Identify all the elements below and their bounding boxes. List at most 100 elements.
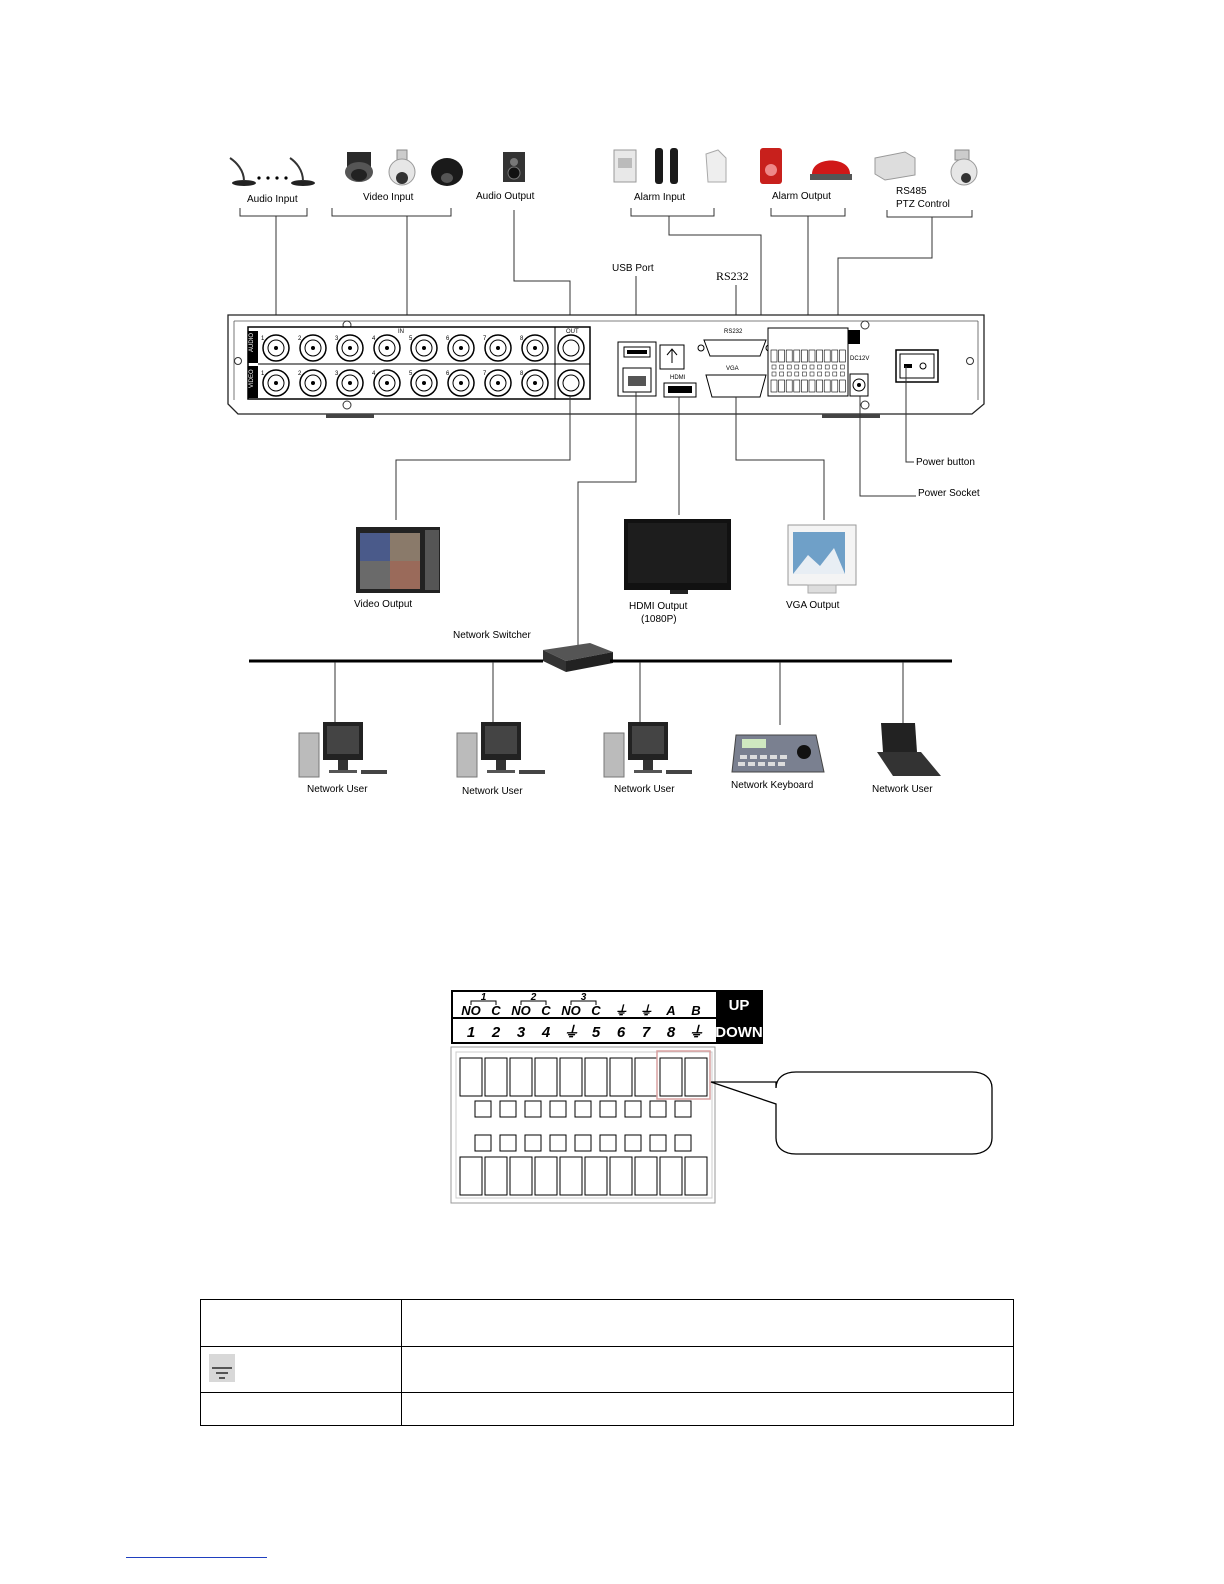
terminal-bottom-label: 1 <box>467 1024 475 1041</box>
pin-description-table <box>200 1299 1014 1426</box>
terminal-top-label: B <box>691 1003 700 1018</box>
terminal-screw <box>674 1134 692 1152</box>
channel-number: 6 <box>446 371 450 377</box>
channel-number: 3 <box>335 336 339 342</box>
terminal-top-label: NO <box>461 1003 481 1018</box>
channel-number: 3 <box>335 371 339 377</box>
terminal-slot <box>559 1156 583 1196</box>
terminal-bottom-label: 6 <box>617 1024 626 1041</box>
out-label: OUT <box>566 329 579 335</box>
terminal-screw <box>524 1134 542 1152</box>
rs485-label: RS485 <box>896 186 927 197</box>
in-label: IN <box>398 329 404 335</box>
audio-output-label: Audio Output <box>476 191 535 202</box>
terminal-bottom-label: 4 <box>541 1024 551 1041</box>
terminal-screw <box>549 1134 567 1152</box>
table-cell <box>401 1346 1014 1393</box>
terminal-highlight <box>656 1050 711 1100</box>
network-switcher-label: Network Switcher <box>453 630 531 641</box>
terminal-slot <box>509 1156 533 1196</box>
usb-port-label: USB Port <box>612 263 654 274</box>
bnc-output-connector <box>557 334 585 362</box>
alarm-output-label: Alarm Output <box>772 191 831 202</box>
desktop-computer-icon <box>603 722 692 778</box>
table-cell <box>401 1299 1014 1347</box>
terminal-slot <box>684 1156 708 1196</box>
channel-number: 2 <box>298 336 302 342</box>
terminal-top-label: C <box>541 1003 551 1018</box>
channel-number: 8 <box>520 336 524 342</box>
ground-icon <box>209 1354 235 1382</box>
relay-group-number: 3 <box>581 992 587 1003</box>
network-device-label: Network User <box>462 786 523 797</box>
terminal-screw <box>524 1100 542 1118</box>
terminal-screw <box>624 1134 642 1152</box>
video-monitor-icon <box>356 527 440 593</box>
terminal-bottom-label: 3 <box>517 1024 526 1041</box>
terminal-top-label: NO <box>561 1003 581 1018</box>
relay-group-number: 1 <box>481 992 487 1003</box>
hdmi-tv-icon <box>624 519 731 594</box>
rs232-port-label: RS232 <box>724 329 743 335</box>
terminal-top-label: C <box>591 1003 601 1018</box>
desktop-computer-icon <box>298 722 387 778</box>
table-cell <box>401 1392 1014 1426</box>
ptz-control-label: PTZ Control <box>896 199 950 210</box>
terminal-screw <box>474 1100 492 1118</box>
channel-number: 8 <box>520 371 524 377</box>
vga-port-label: VGA <box>726 366 739 372</box>
terminal-bottom-label: ⏚ <box>688 1024 703 1041</box>
down-label: DOWN <box>715 1024 763 1041</box>
terminal-slot <box>609 1057 633 1097</box>
speaker-icon <box>503 152 525 182</box>
terminal-bottom-label: ⏚ <box>563 1024 578 1041</box>
terminal-slot <box>684 1057 708 1097</box>
terminal-screw <box>649 1100 667 1118</box>
terminal-top-label: A <box>665 1003 675 1018</box>
bnc-output-connector <box>557 369 585 397</box>
table-cell <box>200 1299 402 1347</box>
terminal-slot <box>634 1057 658 1097</box>
callout-bubble <box>710 1071 993 1155</box>
terminal-screw <box>574 1134 592 1152</box>
hdmi-port-label: HDMI <box>670 375 686 381</box>
table-cell <box>200 1392 402 1426</box>
footer-link-underline <box>126 1557 267 1558</box>
terminal-screw <box>599 1134 617 1152</box>
audio-input-label: Audio Input <box>247 194 298 205</box>
channel-number: 4 <box>372 336 376 342</box>
terminal-slot <box>659 1156 683 1196</box>
terminal-slot <box>459 1057 483 1097</box>
channel-number: 4 <box>372 371 376 377</box>
terminal-bottom-label: 2 <box>491 1024 501 1041</box>
connection-diagram: Audio Input Video Input Audio Output Ala… <box>227 148 993 1204</box>
hdmi-output-label: HDMI Output <box>629 601 688 612</box>
terminal-slot <box>659 1057 683 1097</box>
keyboard-controller-icon <box>731 734 825 773</box>
ptz-camera-icon <box>874 149 978 186</box>
sensor-icon <box>613 148 727 184</box>
table-cell <box>200 1346 402 1393</box>
terminal-slot <box>509 1057 533 1097</box>
terminal-bottom-label: 7 <box>642 1024 651 1041</box>
rs232-label: RS232 <box>716 269 749 283</box>
channel-number: 1 <box>261 336 265 342</box>
audio-row-label: AUDIO <box>249 333 255 352</box>
terminal-slot <box>584 1057 608 1097</box>
terminal-screw <box>499 1134 517 1152</box>
network-device-label: Network User <box>872 784 933 795</box>
terminal-slot <box>459 1156 483 1196</box>
terminal-slot <box>559 1057 583 1097</box>
terminal-bottom-label: 5 <box>592 1024 601 1041</box>
terminal-screw <box>599 1100 617 1118</box>
laptop-icon <box>877 723 941 776</box>
network-switch-icon <box>543 643 613 672</box>
camera-icon <box>345 149 463 186</box>
table-row <box>200 1392 1014 1426</box>
terminal-slot <box>534 1057 558 1097</box>
channel-number: 7 <box>483 336 487 342</box>
terminal-slot <box>634 1156 658 1196</box>
channel-number: 5 <box>409 336 413 342</box>
channel-number: 5 <box>409 371 413 377</box>
